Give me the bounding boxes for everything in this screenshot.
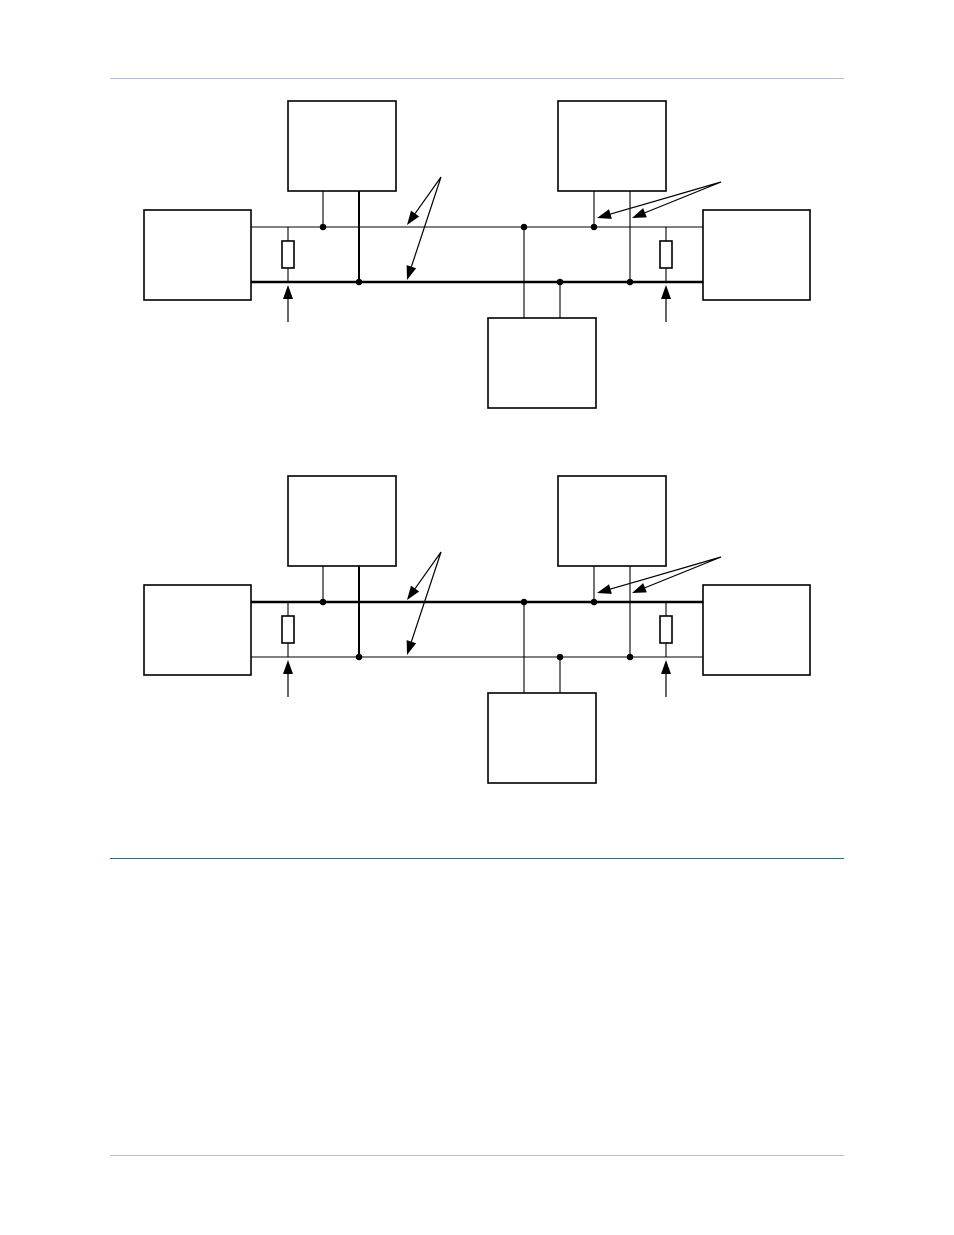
callout-arrow-right-a-head — [597, 584, 612, 594]
callout-arrow-left-upper-shaft — [414, 551, 442, 589]
junction-dot — [319, 223, 327, 231]
callout-arrow-right-b-head — [632, 583, 647, 593]
callout-arrow-right-a-shaft — [610, 556, 722, 590]
junction-dot — [355, 653, 363, 661]
termination-arrow-left-head — [283, 660, 293, 674]
callout-arrow-left-lower-head — [406, 265, 417, 280]
termination-arrow-left-head — [283, 285, 293, 299]
callout-arrow-right-b-head — [632, 208, 647, 218]
callout-arrow-right-a-shaft — [610, 181, 722, 215]
device-box-top-left — [287, 100, 397, 192]
device-box-left — [143, 584, 252, 676]
section-rule — [110, 858, 844, 859]
device-box-right — [702, 584, 811, 676]
header-rule — [110, 78, 844, 79]
termination-arrow-right-head — [661, 660, 671, 674]
callout-arrow-right-a-head — [597, 209, 612, 219]
callout-arrow-left-upper-shaft — [414, 176, 442, 214]
bus-wiring-diagram-top — [143, 100, 811, 409]
junction-dot — [355, 278, 363, 286]
termination-arrow-right-head — [661, 285, 671, 299]
junction-dot — [626, 653, 634, 661]
junction-dot — [520, 598, 528, 606]
callout-arrow-left-lower-head — [406, 640, 417, 655]
device-box-top-right — [557, 100, 667, 192]
device-box-bottom — [487, 692, 597, 784]
device-box-left — [143, 209, 252, 301]
junction-dot — [626, 278, 634, 286]
callout-arrow-left-lower-shaft — [410, 551, 442, 642]
callout-arrow-left-upper-head — [407, 585, 420, 600]
callout-arrow-left-upper-head — [407, 210, 420, 225]
termination-resistor-left — [281, 615, 295, 644]
junction-dot — [556, 278, 564, 286]
junction-dot — [520, 223, 528, 231]
junction-dot — [590, 598, 598, 606]
footer-rule — [110, 1155, 844, 1156]
callout-arrow-right-b-shaft — [644, 556, 722, 589]
bus-wiring-diagram-bottom — [143, 475, 811, 784]
device-box-top-left — [287, 475, 397, 567]
callout-arrow-right-b-shaft — [644, 181, 722, 214]
device-box-bottom — [487, 317, 597, 409]
device-box-right — [702, 209, 811, 301]
junction-dot — [556, 653, 564, 661]
termination-resistor-right — [659, 615, 673, 644]
junction-dot — [590, 223, 598, 231]
device-box-top-right — [557, 475, 667, 567]
callout-arrow-left-lower-shaft — [410, 176, 442, 267]
termination-resistor-left — [281, 240, 295, 269]
termination-resistor-right — [659, 240, 673, 269]
junction-dot — [319, 598, 327, 606]
